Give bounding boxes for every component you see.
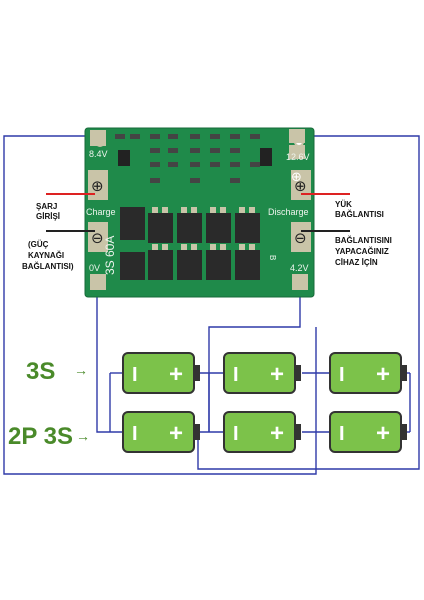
battery-cap [193,365,200,381]
wire-12v6-right-loop [197,135,420,470]
battery-positive-mark: + [376,361,390,388]
battery-positive-mark: + [270,361,284,388]
battery-cell-1-1: I+ [122,352,200,394]
pad-8v4 [90,130,106,146]
pad-label-8v4: 8.4V [89,149,108,159]
battery-positive-mark: + [376,420,390,447]
battery-body [329,352,402,394]
battery-cap [400,365,407,381]
pad-plus-symbol-top: ⊕ [291,170,302,185]
battery-cap [193,424,200,440]
pad-label-12v6: 12.6V [286,152,310,162]
battery-cell-1-2: I+ [223,352,301,394]
load-label-line1: YÜK [335,200,352,209]
charge-input-label-line1: ŞARJ [36,202,58,211]
config-label-3s: 3S [26,358,56,385]
battery-negative-mark: I [339,364,345,386]
pad-label-charge: Charge [86,207,116,217]
pad-minus-symbol: ⊖ [294,229,307,247]
battery-positive-mark: + [169,361,183,388]
battery-negative-mark: I [132,423,138,445]
pad-plus-symbol: ⊕ [294,177,307,195]
mosfet [177,213,202,243]
pad-12v6-b [289,145,305,159]
battery-negative-mark: I [233,364,239,386]
pad-label-discharge: Discharge [268,207,309,217]
battery-positive-mark: + [169,420,183,447]
battery-cap [400,424,407,440]
battery-body [223,411,296,453]
pad-label-4v2: 4.2V [290,263,309,273]
charge-input-label-line2: GİRİŞİ [36,212,61,221]
board-model-label: 3S 60A [103,236,117,275]
battery-body [122,411,195,453]
pad-plus-symbol: ⊕ [91,177,104,195]
pad-charge-minus [88,222,108,252]
mosfet [206,250,231,280]
pad-charge-plus [88,170,108,200]
pad-discharge-plus [291,170,311,200]
mosfet [235,213,260,243]
battery-cap [294,365,301,381]
battery-cell-1-3: I+ [329,352,407,394]
battery-cap [294,424,301,440]
battery-positive-mark: + [270,420,284,447]
pad-minus-symbol: ⊖ [91,229,104,247]
mosfet [148,213,173,243]
pad-4v2 [292,274,308,290]
load-label-line2: BAĞLANTISI [335,210,384,219]
load-device-label-line1: BAĞLANTISINI [335,236,392,245]
power-source-label-line1: (GÜÇ [28,240,49,249]
wiring [3,135,420,475]
config-arrow-2p3s: → [76,428,90,444]
battery-body [223,352,296,394]
silk-b: B [268,255,277,260]
battery-negative-mark: I [233,423,239,445]
load-device-label-line2: YAPACAĞINIZ [335,247,389,256]
battery-negative-mark: I [339,423,345,445]
battery-cells: I+I+I+I+I+I+ [122,352,407,453]
battery-cell-2-3: I+ [329,411,407,453]
pad-12v6-a [289,129,305,143]
pad-0v [90,274,106,290]
wire-0v [96,290,123,433]
mosfet [120,252,145,280]
wire-8v4-left-loop [3,135,317,475]
battery-body [122,352,195,394]
pad-label-0v: 0V [89,263,100,273]
config-label-2p3s: 2P 3S [8,423,73,450]
pad-discharge-minus [291,222,311,252]
mosfet [177,250,202,280]
mosfet [235,250,260,280]
mosfet [120,207,145,240]
battery-negative-mark: I [132,364,138,386]
smd-components [115,134,272,183]
battery-cell-2-1: I+ [122,411,200,453]
bms-board: 8.4V 12.6V Charge Discharge 0V 4.2V 3S 6… [84,127,315,298]
power-source-label-line3: BAĞLANTISI) [22,262,74,271]
load-device-label-line3: CİHAZ İÇİN [335,258,378,267]
power-source-label-line2: KAYNAĞI [28,251,65,260]
mosfet [148,250,173,280]
battery-cell-2-2: I+ [223,411,301,453]
mosfet [206,213,231,243]
mosfets [120,207,260,280]
config-arrow-3s: → [74,362,88,378]
battery-body [329,411,402,453]
